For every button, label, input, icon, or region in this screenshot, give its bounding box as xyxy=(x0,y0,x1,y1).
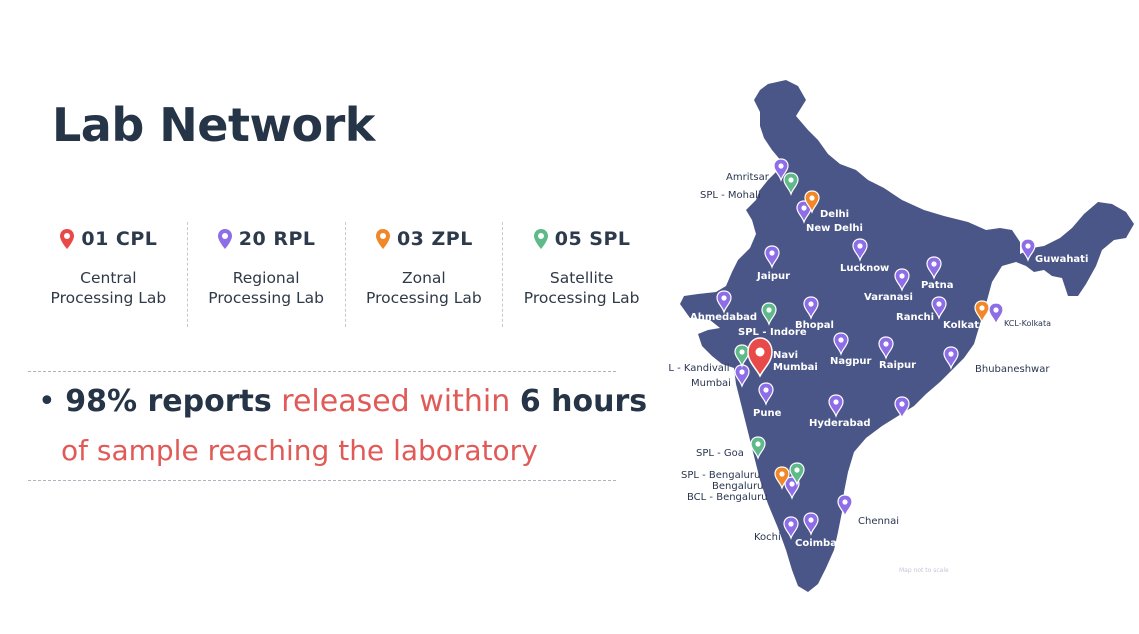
label-jaipur: Jaipur xyxy=(756,271,790,282)
stat-zpl: 03 ZPL Zonal Processing Lab xyxy=(344,222,503,327)
label-bengaluru: Bengaluru xyxy=(712,481,763,492)
map-watermark: Map not to scale xyxy=(899,567,949,574)
stat-cpl: 01 CPL Central Processing Lab xyxy=(30,222,187,327)
label-nagpur: Nagpur xyxy=(830,356,872,367)
highlight-percentage: 98% reports xyxy=(65,384,272,419)
india-map: Amritsar SPL - Mohali Delhi New Delhi Ja… xyxy=(668,80,1134,592)
label-lucknow: Lucknow xyxy=(840,263,889,274)
label-coimbatore: Coimbatore xyxy=(795,538,861,549)
lab-stats: 01 CPL Central Processing Lab 20 RPL Reg… xyxy=(30,222,660,327)
bullet-dot: • xyxy=(38,384,56,419)
highlight-line-1: • 98% reports released within 6 hours xyxy=(38,384,647,419)
label-chennai: Chennai xyxy=(858,516,899,527)
highlight-hours: 6 hours xyxy=(519,384,648,419)
page-title: Lab Network xyxy=(52,98,375,152)
highlight-line-2: of sample reaching the laboratory xyxy=(61,434,538,467)
label-new-delhi: New Delhi xyxy=(806,223,863,234)
label-bhubaneshwar: Bhubaneshwar xyxy=(975,364,1050,375)
stat-count: 03 ZPL xyxy=(396,228,473,250)
label-spl-mohali: SPL - Mohali xyxy=(700,190,761,201)
stat-count: 05 SPL xyxy=(554,228,631,250)
label-delhi: Delhi xyxy=(820,209,849,220)
orange-pin-icon xyxy=(375,229,390,249)
label-pune: Pune xyxy=(753,408,782,419)
divider-top xyxy=(28,371,616,372)
stat-count: 20 RPL xyxy=(238,228,316,250)
stat-description: Satellite Processing Lab xyxy=(523,269,640,307)
label-guwahati: Guwahati xyxy=(1035,254,1088,265)
label-navi: Navi xyxy=(773,350,798,361)
label-patna: Patna xyxy=(921,280,953,291)
label-varanasi: Varanasi xyxy=(864,292,913,303)
label-kolkata: Kolkata xyxy=(943,320,986,331)
red-pin-icon xyxy=(60,229,75,249)
label-spl-bengaluru: SPL - Bengaluru xyxy=(681,470,760,481)
label-hyderabad: Hyderabad xyxy=(809,418,871,429)
label-spl-indore: SPL - Indore xyxy=(738,327,807,338)
label-amritsar: Amritsar xyxy=(726,172,770,183)
label-spl-goa: SPL - Goa xyxy=(696,448,744,459)
label-kcl-kolkata: KCL-Kolkata xyxy=(1004,319,1051,328)
label-spl-kandivali: SPL - Kandivali xyxy=(668,363,730,374)
stat-rpl: 20 RPL Regional Processing Lab xyxy=(186,222,345,327)
label-mumbai: Mumbai xyxy=(691,378,731,389)
label-raipur: Raipur xyxy=(879,360,916,371)
purple-pin-icon xyxy=(217,229,232,249)
highlight-middle: released within xyxy=(281,384,511,419)
label-bhopal: Bhopal xyxy=(795,320,834,331)
stat-description: Zonal Processing Lab xyxy=(366,269,482,307)
city-labels: Amritsar SPL - Mohali Delhi New Delhi Ja… xyxy=(668,172,1088,574)
stat-description: Central Processing Lab xyxy=(50,269,167,307)
stat-description: Regional Processing Lab xyxy=(208,269,324,307)
label-ranchi: Ranchi xyxy=(896,312,934,323)
green-pin-icon xyxy=(533,229,548,249)
label-kochi: Kochi xyxy=(754,532,781,543)
kcl-kolkata-pin xyxy=(988,302,1004,325)
stat-spl: 05 SPL Satellite Processing Lab xyxy=(502,222,660,327)
label-navi-mumbai: Mumbai xyxy=(773,362,818,373)
divider-bottom xyxy=(28,480,616,481)
label-ahmedabad: Ahmedabad xyxy=(690,312,757,323)
stat-count: 01 CPL xyxy=(81,228,158,250)
cpl-pin-navi-mumbai xyxy=(747,337,773,378)
label-vizag: Vizag xyxy=(906,424,937,435)
label-bcl-bengaluru: BCL - Bengaluru xyxy=(687,492,768,503)
